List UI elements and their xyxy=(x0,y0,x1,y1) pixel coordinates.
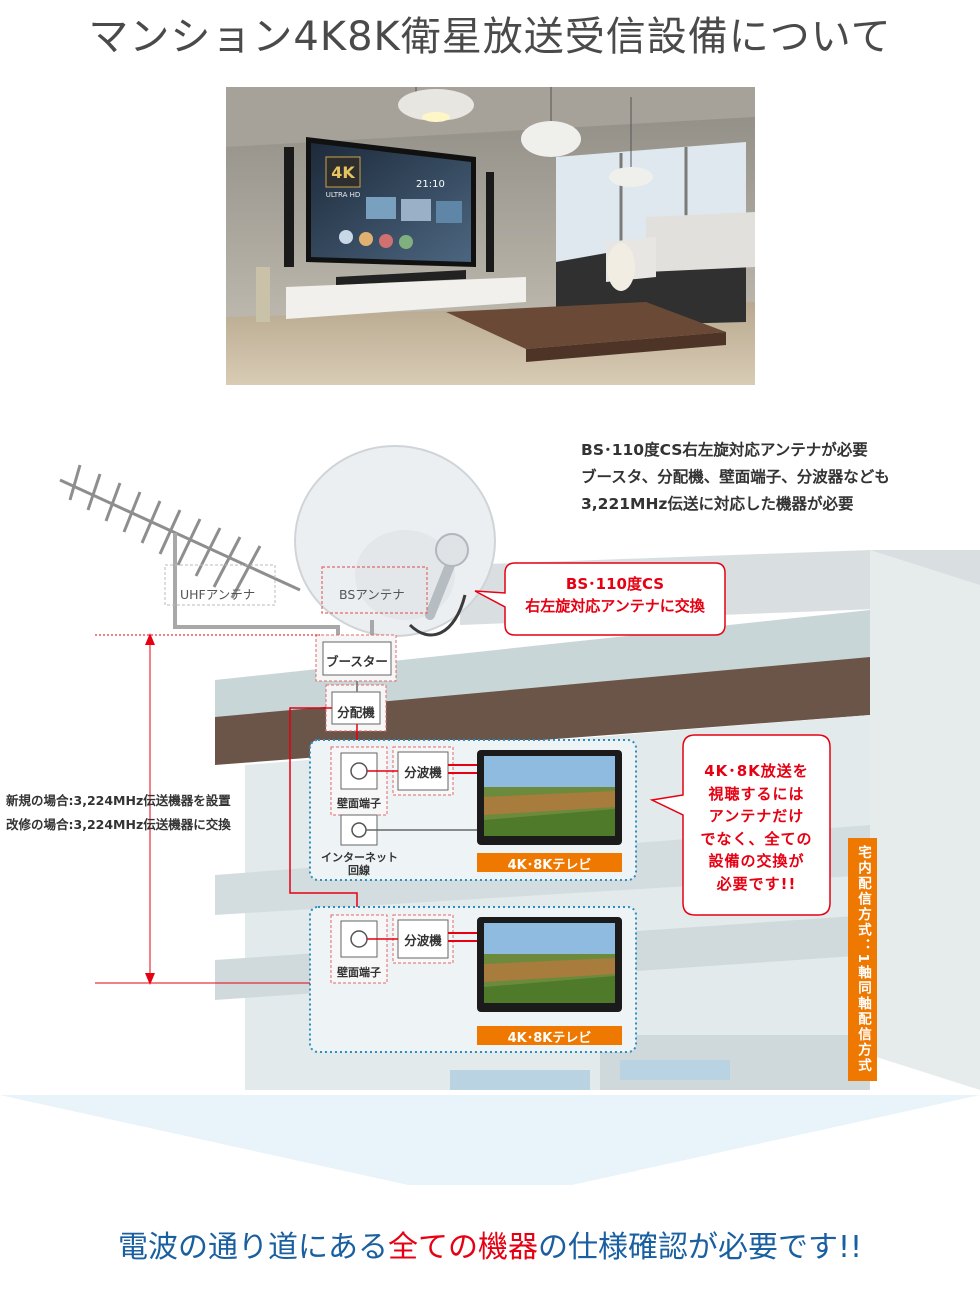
uhf-antenna xyxy=(59,464,301,599)
building-balcony-brown xyxy=(215,655,870,765)
bs-antenna-label: BSアンテナ xyxy=(339,587,405,602)
transmission-note: 新規の場合:3,224MHz伝送機器を設置 改修の場合:3,224MHz伝送機器… xyxy=(6,789,231,837)
distributor-label: 分配機 xyxy=(337,705,375,720)
requirement-line-1: BS･110度CS右左旋対応アンテナが必要 xyxy=(581,441,868,459)
tv-clock: 21:10 xyxy=(416,179,445,190)
tv-label-lower: 4K･8Kテレビ xyxy=(507,1031,592,1046)
callout-equipment-text: 4K･8K放送を 視聴するには アンテナだけ でなく、全ての 設備の交換が 必要… xyxy=(700,762,813,893)
bs-dish-antenna xyxy=(294,445,496,640)
distribution-method-badge: 宅内配信方式：1軸同軸配信方式 xyxy=(848,838,877,1081)
booster-label: ブースター xyxy=(326,654,388,669)
callout-antenna-text: BS･110度CS 右左旋対応アンテナに交換 xyxy=(525,575,705,615)
bottom-message-highlight: 全ての機器 xyxy=(387,1230,538,1265)
living-room-photo: 4K ULTRA HD 21:10 xyxy=(226,87,755,385)
tv-badge: 4K xyxy=(331,163,355,182)
bottom-message: 電波の通り道にある全ての機器の仕様確認が必要です!! xyxy=(117,1230,863,1265)
requirement-line-2: ブースタ、分配機、壁面端子、分波器なども xyxy=(581,468,890,486)
bottom-arrow-fade xyxy=(0,1095,980,1185)
splitter-label-lower: 分波機 xyxy=(404,933,442,948)
requirements-text: BS･110度CS右左旋対応アンテナが必要 ブースタ、分配機、壁面端子、分波器な… xyxy=(581,437,961,518)
wall-terminal-label-upper: 壁面端子 xyxy=(337,797,381,810)
requirement-line-3: 3,221MHz伝送に対応した機器が必要 xyxy=(581,495,854,513)
tv-badge-sub: ULTRA HD xyxy=(326,191,361,199)
wall-terminal-label-lower: 壁面端子 xyxy=(337,966,381,979)
callout-antenna-bubble xyxy=(474,562,726,636)
uhf-antenna-label: UHFアンテナ xyxy=(180,587,256,602)
note-new-install: 新規の場合:3,224MHz伝送機器を設置 xyxy=(6,793,231,808)
page-title: マンション4K8K衛星放送受信設備について xyxy=(88,14,892,60)
tv-label-upper: 4K･8Kテレビ xyxy=(507,858,592,873)
callout-equipment-bubble xyxy=(649,734,831,916)
reception-diagram xyxy=(0,395,980,1185)
internet-line-label: インターネット 回線 xyxy=(321,851,398,877)
note-renovation: 改修の場合:3,224MHz伝送機器に交換 xyxy=(6,817,231,832)
splitter-label-upper: 分波機 xyxy=(404,765,442,780)
